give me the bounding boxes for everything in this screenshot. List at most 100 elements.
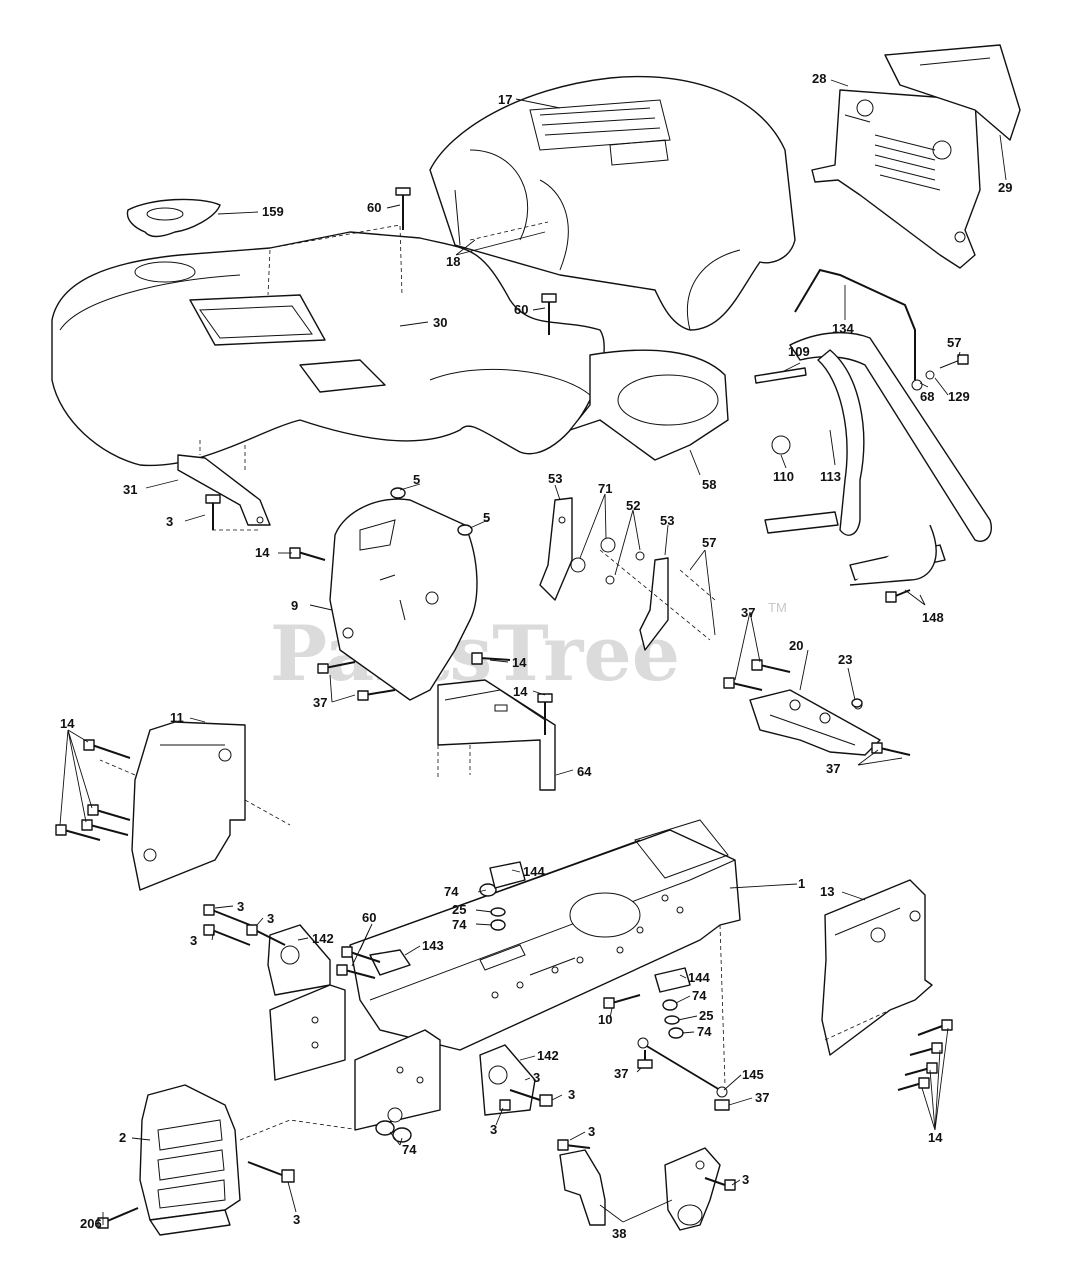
nose-part: [884, 44, 1021, 141]
callout-60-frame: 60: [362, 910, 376, 925]
callout-53-right: 53: [660, 513, 674, 528]
dash-panel-part: [329, 498, 478, 701]
callout-14-dash-right: 14: [512, 655, 527, 670]
callout-159: 159: [262, 204, 284, 219]
callout-25-right: 25: [699, 1008, 713, 1023]
callout-60-top: 60: [367, 200, 381, 215]
pin-part: [754, 367, 807, 384]
callout-5-right: 5: [483, 510, 490, 525]
plate-upper-left-part: [269, 984, 346, 1081]
callout-74-right2: 74: [697, 1024, 712, 1039]
callout-23: 23: [838, 652, 852, 667]
callout-109: 109: [788, 344, 810, 359]
plate-lower-left-part: [354, 1029, 441, 1131]
callout-1: 1: [798, 876, 805, 891]
callout-53-left: 53: [548, 471, 562, 486]
callout-142-bottom: 142: [537, 1048, 559, 1063]
callout-37-plate-bottom: 37: [826, 761, 840, 776]
callout-14-bracket: 14: [513, 684, 528, 699]
callout-3-bracket-left: 3: [588, 1124, 595, 1139]
grille-part: [811, 89, 981, 269]
callout-145: 145: [742, 1067, 764, 1082]
side-panel-11-part: [131, 721, 246, 891]
callout-142-top: 142: [312, 931, 334, 946]
callout-74-top: 74: [444, 884, 459, 899]
bumper-part: [139, 1084, 241, 1236]
callout-3-axle-f: 3: [490, 1122, 497, 1137]
bracket-143-part: [369, 949, 411, 976]
callout-110: 110: [773, 469, 794, 484]
bracket-64-part: [437, 679, 556, 791]
callout-74-top2: 74: [452, 917, 467, 932]
callout-14-dash: 14: [255, 545, 270, 560]
callout-20: 20: [789, 638, 803, 653]
callout-13: 13: [820, 884, 834, 899]
callout-68: 68: [920, 389, 934, 404]
callout-14-right-panel: 14: [928, 1130, 943, 1145]
callout-64: 64: [577, 764, 592, 779]
callout-37-rod-end: 37: [755, 1090, 769, 1105]
fasteners: [55, 187, 969, 1229]
handle-part: [764, 331, 992, 586]
callout-37-rod: 37: [614, 1066, 628, 1081]
callout-57-mid: 57: [702, 535, 716, 550]
callout-28: 28: [812, 71, 826, 86]
callout-5-top: 5: [413, 472, 420, 487]
bracket-142-lower-part: [479, 1044, 536, 1116]
callout-134: 134: [832, 321, 854, 336]
callout-52: 52: [626, 498, 640, 513]
callout-30: 30: [433, 315, 447, 330]
callout-143: 143: [422, 938, 444, 953]
callout-leaders: [59, 79, 1007, 1225]
fender-part: [51, 224, 605, 467]
callout-11: 11: [170, 710, 184, 725]
assembly-lines: [99, 529, 891, 1141]
callout-25-top: 25: [452, 902, 466, 917]
callout-3-axle-e: 3: [568, 1087, 575, 1102]
callout-144-right: 144: [688, 970, 710, 985]
callout-37-left: 37: [313, 695, 327, 710]
callout-17: 17: [498, 92, 512, 107]
callout-58: 58: [702, 477, 716, 492]
bracket-31-part: [177, 440, 271, 526]
callout-3-axle-d: 3: [533, 1070, 540, 1085]
callout-3-top: 3: [166, 514, 173, 529]
callout-10: 10: [598, 1012, 612, 1027]
callout-206: 206: [80, 1216, 102, 1231]
callout-9: 9: [291, 598, 298, 613]
hood-part: [429, 75, 796, 331]
brake-rod-part: [794, 268, 966, 391]
callout-3-axle-a: 3: [237, 899, 244, 914]
hardware-71-52: [570, 537, 716, 641]
side-panel-13-part: [821, 879, 933, 1056]
dash-cover-part: [126, 198, 221, 238]
callout-57-top: 57: [947, 335, 961, 350]
bracket-38-part: [559, 1147, 721, 1231]
callout-144-top: 144: [523, 864, 545, 879]
callout-129: 129: [948, 389, 970, 404]
callout-31: 31: [123, 482, 137, 497]
callout-3-axle-b: 3: [267, 911, 274, 926]
callout-71: 71: [598, 481, 612, 496]
callout-2: 2: [119, 1130, 126, 1145]
callout-74-bottom: 74: [402, 1142, 417, 1157]
bracket-53-left-part: [539, 497, 573, 601]
watermark-trademark: TM: [768, 600, 787, 615]
callout-18: 18: [446, 254, 460, 269]
callout-3-axle-c: 3: [190, 933, 197, 948]
callout-3-bumper: 3: [293, 1212, 300, 1227]
callout-74-right: 74: [692, 988, 707, 1003]
callout-3-bracket-right: 3: [742, 1172, 749, 1187]
bracket-53-right-part: [639, 557, 669, 651]
dash-support-part: [569, 349, 729, 461]
rod-145-part: [637, 1037, 728, 1098]
callout-113: 113: [820, 469, 841, 484]
callout-29: 29: [998, 180, 1012, 195]
callout-148: 148: [922, 610, 944, 625]
frame-part: [349, 819, 741, 1051]
callout-38: 38: [612, 1226, 626, 1241]
callout-60-mid: 60: [514, 302, 528, 317]
callout-37-plate: 37: [741, 605, 755, 620]
callout-14-left-panel: 14: [60, 716, 75, 731]
